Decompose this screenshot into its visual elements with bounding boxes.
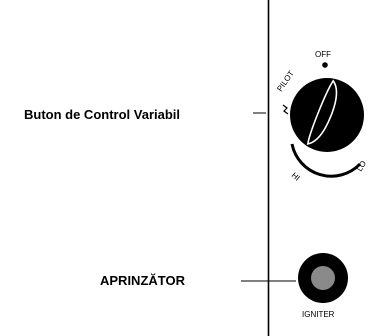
control-knob-grip (306, 79, 338, 145)
off-indicator-dot (322, 62, 328, 68)
control-knob-callout-label: Buton de Control Variabil (24, 107, 180, 122)
control-knob[interactable] (290, 78, 364, 152)
lo-label: LO (355, 159, 368, 173)
igniter-callout-label: APRINZĂTOR (100, 273, 186, 288)
pilot-label: PILOT (275, 69, 296, 93)
igniter-button-center (311, 266, 335, 290)
hi-label: HI (290, 171, 302, 183)
off-label: OFF (315, 50, 331, 59)
igniter-label: IGNITER (302, 310, 335, 319)
pilot-tick-mark (282, 104, 289, 115)
heat-range-arc (290, 143, 362, 178)
